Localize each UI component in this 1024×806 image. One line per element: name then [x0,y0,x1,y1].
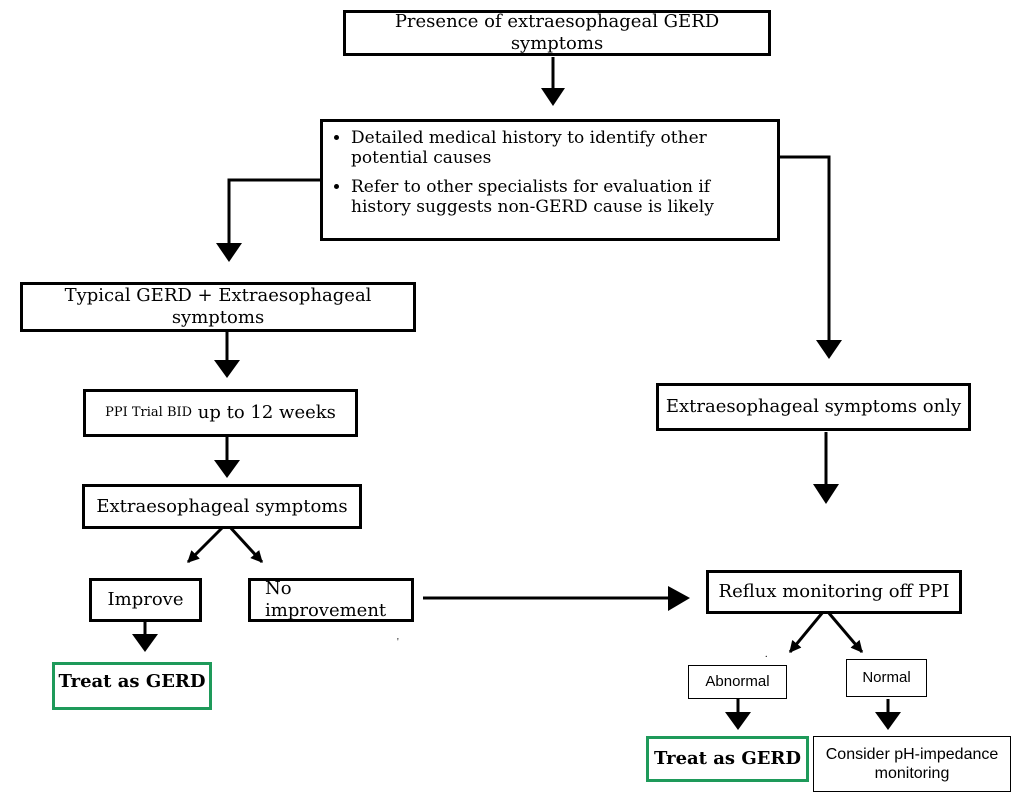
arrowhead-extra-only [816,340,842,359]
node-no-improvement: No improvement [248,578,414,622]
node-abnormal: Abnormal [688,665,787,699]
arrowhead-typical [216,243,242,262]
arrowhead-history [541,88,565,106]
arrow-extra-to-improve [186,524,226,564]
history-bullet-1: Detailed medical history to identify oth… [351,128,767,169]
arrowhead-treat-right [725,712,751,730]
node-reflux-monitoring: Reflux monitoring off PPI [706,570,962,614]
node-improve: Improve [89,578,202,622]
arrow-extra-to-no-improvement [227,524,264,564]
ppi-trial-duration: up to 12 weeks [192,402,336,424]
node-ppi-trial: PPI Trial BID up to 12 weeks [83,389,358,437]
arrowhead-reflux [668,586,690,611]
node-extra-only: Extraesophageal symptoms only [656,383,971,431]
node-start: Presence of extraesophageal GERD symptom… [343,10,771,56]
arrowhead-extra [214,460,240,478]
node-consider-ph-impedance: Consider pH-impedance monitoring [813,736,1011,792]
ppi-trial-label: PPI Trial BID [105,405,193,421]
arrow-reflux-to-normal [826,611,864,653]
arrowhead-treat-left [132,634,158,652]
node-extra-symptoms: Extraesophageal symptoms [82,484,362,529]
arrow-history-to-typical [227,178,322,245]
node-treat-as-gerd-left: Treat as GERD [52,662,212,710]
arrow-history-to-extra-only [778,155,831,342]
arrowhead-consider [875,712,901,730]
node-treat-as-gerd-right: Treat as GERD [646,736,809,782]
arrow-reflux-to-abnormal [788,611,825,653]
history-bullet-2: Refer to other specialists for evaluatio… [351,177,767,218]
node-history: Detailed medical history to identify oth… [320,119,780,241]
stray-mark: ' [397,637,399,648]
node-normal: Normal [846,659,927,697]
arrowhead-reflux-top [813,484,839,504]
stray-mark: . [765,649,768,660]
node-typical: Typical GERD + Extraesophageal symptoms [20,282,416,332]
arrowhead-ppi [214,360,240,378]
